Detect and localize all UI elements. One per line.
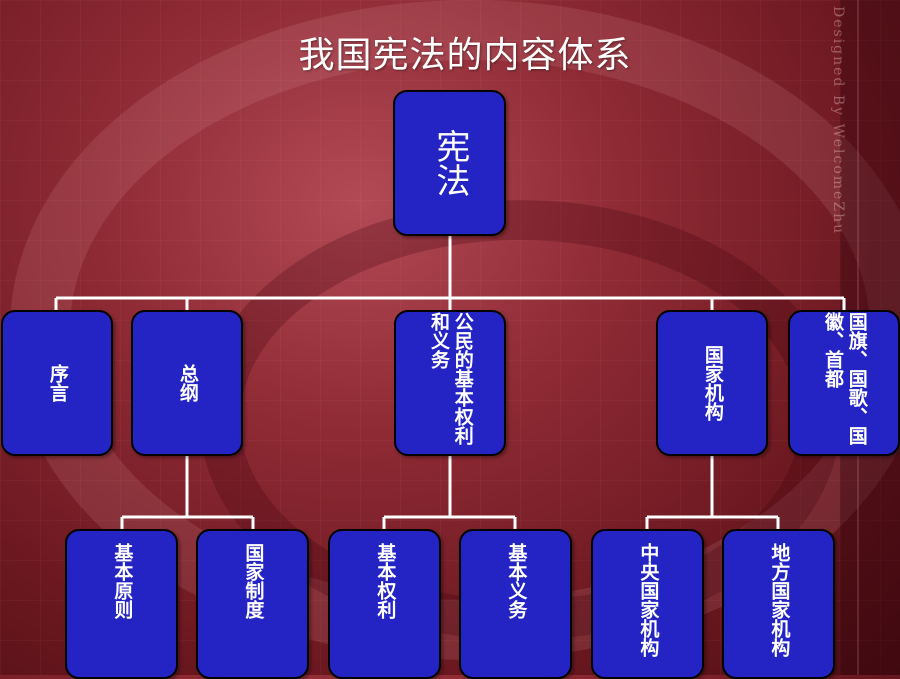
page-title: 我国宪法的内容体系: [298, 35, 632, 76]
node-constitution-label: 宪法: [429, 129, 470, 197]
node-basic-duties-label: 基本义务: [505, 543, 528, 619]
node-preface: 序言: [1, 310, 113, 456]
node-state-organs-label: 国家机构: [701, 345, 724, 421]
node-citizen-rights-duties-label: 公民的基本权利和义务: [428, 312, 474, 445]
watermark-text: Designed By WelcomeZhu: [830, 6, 846, 236]
node-preface-label: 序言: [46, 364, 69, 402]
node-general-principles: 总纲: [131, 310, 243, 456]
node-local-organs: 地方国家机构: [722, 529, 835, 679]
node-state-system-label: 国家制度: [242, 543, 265, 619]
node-local-organs-label: 地方国家机构: [768, 543, 791, 657]
node-central-organs-label: 中央国家机构: [637, 543, 660, 657]
node-central-organs: 中央国家机构: [591, 529, 704, 679]
node-national-symbols: 国旗、国歌、国徽、首都: [788, 310, 900, 456]
node-state-system: 国家制度: [196, 529, 309, 679]
node-citizen-rights-duties: 公民的基本权利和义务: [394, 310, 506, 456]
node-constitution: 宪法: [393, 90, 506, 236]
node-basic-principles: 基本原则: [65, 529, 178, 679]
node-basic-duties: 基本义务: [459, 529, 572, 679]
node-national-symbols-label: 国旗、国歌、国徽、首都: [822, 312, 868, 445]
node-basic-rights: 基本权利: [328, 529, 441, 679]
node-basic-principles-label: 基本原则: [111, 543, 134, 619]
node-state-organs: 国家机构: [656, 310, 768, 456]
node-basic-rights-label: 基本权利: [374, 543, 397, 619]
node-general-principles-label: 总纲: [176, 364, 199, 402]
